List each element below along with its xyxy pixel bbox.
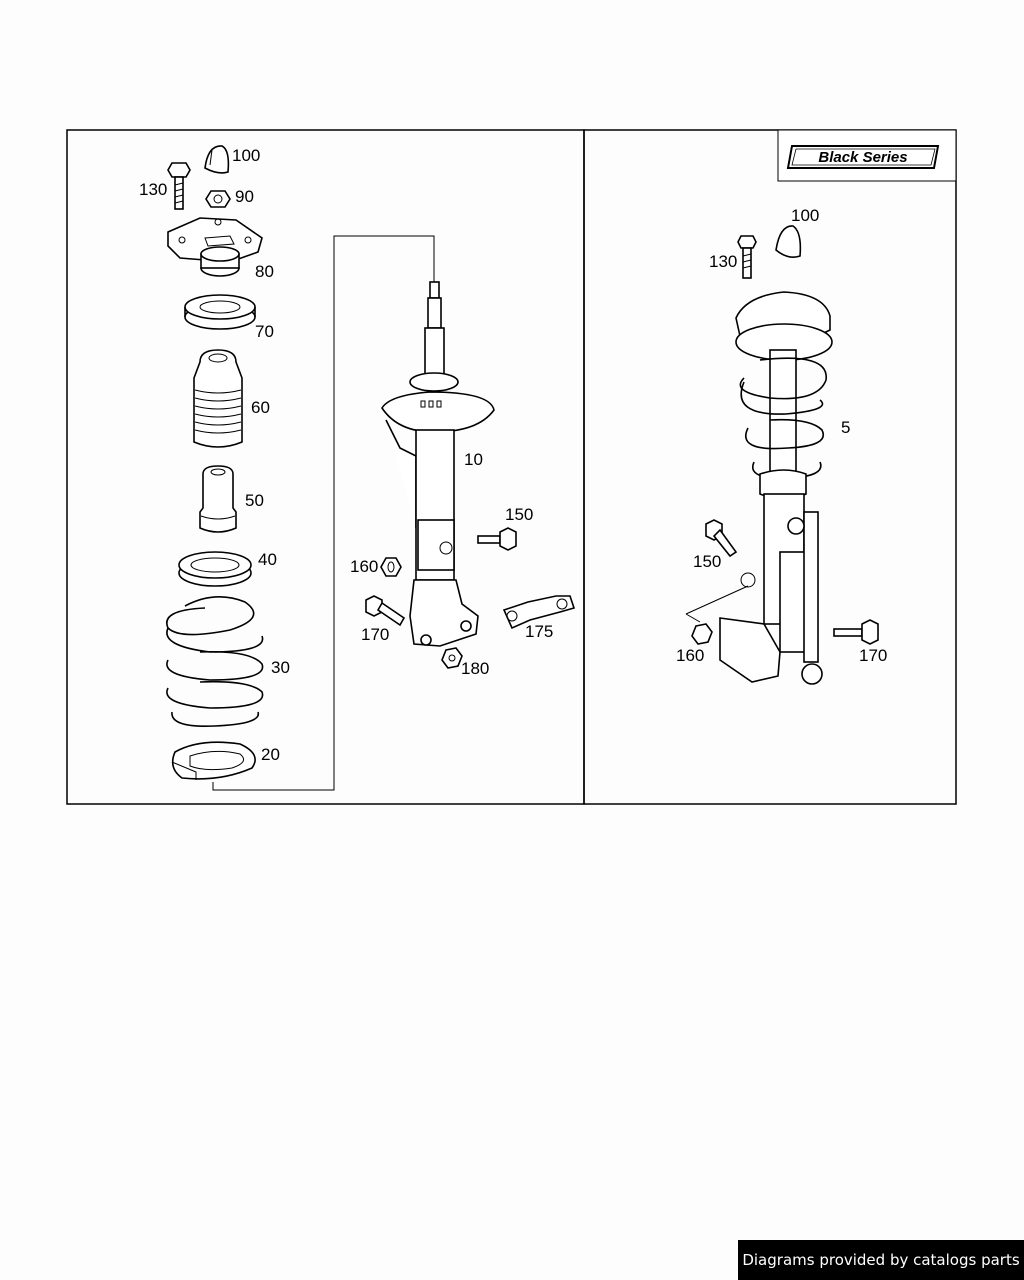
callout-160-right: 160 (676, 646, 704, 665)
spring-seat-40-drawing (178, 551, 252, 587)
callout-150: 150 (505, 505, 533, 524)
lower-seat-20-drawing (171, 741, 256, 780)
black-series-badge: Black Series (777, 129, 957, 182)
callout-40: 40 (258, 550, 277, 569)
right-panel (583, 129, 957, 805)
callout-160: 160 (350, 557, 378, 576)
left-callouts: 100 130 90 80 70 60 50 40 30 20 10 150 1… (139, 146, 553, 764)
bolt-150-right-drawing (705, 519, 738, 558)
badge-label: Black Series (818, 149, 907, 166)
bolt-170-left-drawing (365, 595, 406, 627)
assembly-connector-line (212, 235, 435, 791)
callout-20: 20 (261, 745, 280, 764)
left-panel (66, 129, 585, 805)
callout-70: 70 (255, 322, 274, 341)
nut-90-drawing (205, 190, 231, 208)
callout-80: 80 (255, 262, 274, 281)
callout-100: 100 (232, 146, 260, 165)
bearing-70-drawing (184, 294, 256, 330)
callout-90: 90 (235, 187, 254, 206)
coil-spring-30-drawing (166, 596, 264, 728)
callout-150-right: 150 (693, 552, 721, 571)
nut-180-drawing (441, 647, 463, 669)
callout-130-right: 130 (709, 252, 737, 271)
right-callouts: 100 130 5 150 160 170 (676, 206, 887, 665)
footer-attribution: Diagrams provided by catalogs parts (738, 1240, 1024, 1280)
bump-stop-50-drawing (199, 465, 237, 533)
cap-100-drawing (204, 145, 230, 174)
callout-10: 10 (464, 450, 483, 469)
callout-30: 30 (271, 658, 290, 677)
nut-160-right-drawing (685, 613, 713, 645)
nut-160-left-drawing (380, 557, 402, 577)
bolt-130-drawing (167, 162, 191, 210)
callout-175: 175 (525, 622, 553, 641)
callout-50: 50 (245, 491, 264, 510)
callout-100-right: 100 (791, 206, 819, 225)
strut-10-drawing (381, 281, 495, 647)
coilover-5-drawing (685, 291, 833, 685)
bracket-175-drawing (502, 595, 576, 630)
callout-180: 180 (461, 659, 489, 678)
callout-170: 170 (361, 625, 389, 644)
callout-130: 130 (139, 180, 167, 199)
bolt-170-right-drawing (833, 619, 879, 645)
callout-170-right: 170 (859, 646, 887, 665)
dust-boot-60-drawing (193, 349, 243, 448)
bolt-150-left-drawing (477, 527, 517, 551)
top-mount-80-drawing (167, 217, 263, 277)
bolt-130-right-drawing (737, 235, 757, 279)
callout-5: 5 (841, 418, 850, 437)
callout-60: 60 (251, 398, 270, 417)
cap-100-right-drawing (775, 225, 802, 258)
